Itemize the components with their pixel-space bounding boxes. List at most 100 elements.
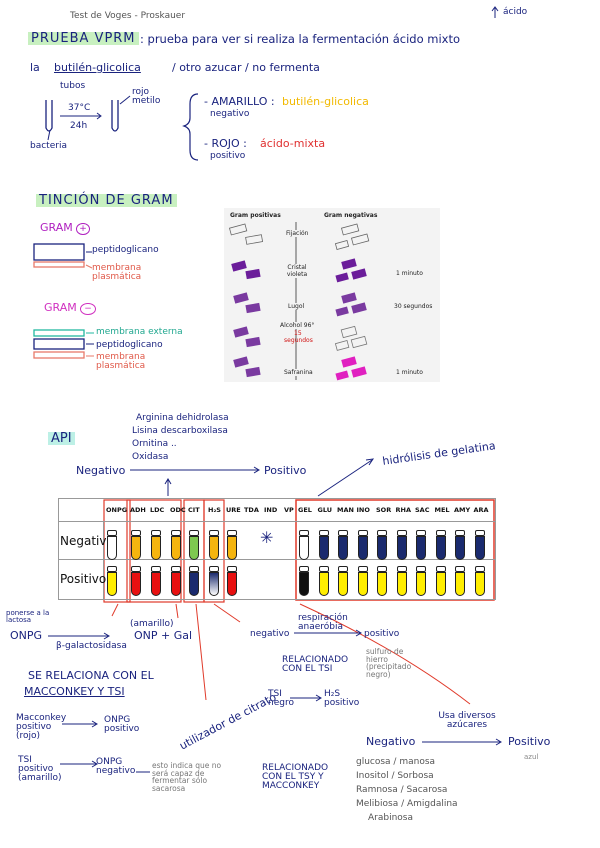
tube-pos-12-cap <box>338 566 348 572</box>
azul-note: azul <box>524 753 539 761</box>
tube-neg-10-cap <box>299 530 309 536</box>
api-header-4: CIT <box>188 506 200 514</box>
vprm-title: PRUEBA VPRM <box>28 32 139 45</box>
tube-neg-0 <box>107 536 117 560</box>
gram-step-5: Safranina <box>284 369 313 376</box>
relacionado-tsy: RELACIONADO CON EL TSY Y MACCONKEY <box>262 763 329 791</box>
brace <box>182 93 199 161</box>
tube-pos-0 <box>107 572 117 596</box>
ind-asterisk-icon: ✳ <box>260 528 274 547</box>
rojo-label: - ROJO : <box>204 137 247 150</box>
api-neg-label: Negativo <box>76 464 126 477</box>
sugar-3: Ramnosa / Sacarosa <box>356 785 448 795</box>
tube-pos-1-cap <box>131 566 141 572</box>
indica-note: esto indica que no será capaz de ferment… <box>152 761 222 793</box>
tube-pos-11 <box>318 572 329 596</box>
vprm-desc-2-post: / otro azucar / no fermenta <box>172 61 320 74</box>
tube-neg-13 <box>357 536 368 560</box>
top-note: Test de Voges - Proskauer <box>70 11 186 21</box>
box-onpg <box>103 499 131 603</box>
tube-neg-16 <box>416 536 426 560</box>
tube-pos-17 <box>435 572 446 596</box>
tube-pos-0-cap <box>107 566 117 572</box>
tube-pos-19-cap <box>474 566 485 572</box>
tsi-pos: TSI positivo (amarillo) <box>18 755 62 783</box>
tube-neg-17 <box>435 536 446 560</box>
tube-pos-6-cap <box>227 566 237 572</box>
enzyme-2: Lisina descarboxilasa <box>132 426 228 436</box>
api-header-10: GEL <box>298 506 312 514</box>
gram-step-3-time: 30 segundos <box>394 303 433 310</box>
amarillo-note: (amarillo) <box>130 619 174 629</box>
tube-neg-14-cap <box>377 530 387 536</box>
tube-neg-11 <box>318 536 329 560</box>
acido-mixta-text: ácido-mixta <box>260 137 326 150</box>
gram-neg-membrana: membrana plasmática <box>96 352 146 371</box>
vprm-desc-2-pre: la <box>30 61 40 74</box>
macconkey-tsi: MACCONKEY Y TSI <box>24 685 125 698</box>
butilen-text: butilén-glicolica <box>282 95 369 108</box>
tube-neg-18 <box>455 536 465 560</box>
top-right-note: ácido <box>503 7 528 17</box>
gram-step-5-time: 1 minuto <box>396 369 423 376</box>
api-header-0: ONPG <box>106 506 128 514</box>
api-header-7: TDA <box>244 506 259 514</box>
label-tubos: tubos <box>60 81 86 91</box>
api-pos-label: Positivo <box>264 464 307 477</box>
tube-pos-17-cap <box>435 566 446 572</box>
bgal-note: β-galactosidasa <box>56 641 127 651</box>
sugar-pos: Positivo <box>508 735 551 748</box>
api-header-5: H₂S <box>208 506 221 514</box>
gram-pos-membrana: membrana plasmática <box>92 263 142 282</box>
enzyme-4: Oxidasa <box>132 452 169 462</box>
tube-neg-6 <box>227 536 237 560</box>
label-bacteria: bacteria <box>30 141 67 151</box>
gram-pos-peptido-box <box>33 243 85 261</box>
tube-pos-5 <box>209 572 219 596</box>
rojo-positivo: positivo <box>210 151 246 161</box>
tube-neg-4-cap <box>189 530 199 536</box>
box-gel-sugars <box>295 499 495 601</box>
tube-neg-19-cap <box>474 530 485 536</box>
enzyme-3: Ornitina .. <box>132 439 177 449</box>
tube-pos-5-cap <box>209 566 219 572</box>
tube-neg-2 <box>151 536 161 560</box>
gram-step-4: Alcohol 96° <box>280 322 315 329</box>
tube-right <box>111 100 119 132</box>
gram-step-1: Fijación <box>286 230 309 237</box>
tube-neg-11-cap <box>318 530 329 536</box>
api-header-1: ADH <box>130 506 146 514</box>
api-header-3: ODC <box>170 506 186 514</box>
gram-pos-peptido: peptidoglicano <box>92 245 159 255</box>
tsi-negro: TSI negro <box>268 689 294 708</box>
onp-gal-note: ONP + Gal <box>134 629 193 642</box>
tube-pos-3 <box>171 572 181 596</box>
tube-pos-16-cap <box>416 566 426 572</box>
tube-pos-2-cap <box>151 566 161 572</box>
tube-pos-11-cap <box>318 566 329 572</box>
respiracion-note: respiración anaeróbia <box>298 613 348 632</box>
tube-pos-12 <box>338 572 348 596</box>
api-strip-table <box>58 498 496 600</box>
api-header-17: MEL <box>434 506 450 514</box>
tube-pos-18-cap <box>455 566 465 572</box>
mac-pos: Macconkey positivo (rojo) <box>16 713 67 741</box>
tube-neg-3 <box>171 536 181 560</box>
sugar-4: Melibiosa / Amigdalina <box>356 799 458 809</box>
onpg-pos: ONPG positivo <box>104 715 140 734</box>
tube-pos-13-cap <box>357 566 368 572</box>
tube-neg-3-cap <box>171 530 181 536</box>
gram-stain-figure: Gram positivas Gram negativas Fijación C… <box>224 208 440 382</box>
api-header-6: URE <box>226 506 241 514</box>
tube-neg-12-cap <box>338 530 348 536</box>
tube-pos-14 <box>377 572 387 596</box>
vprm-desc-1: : prueba para ver si realiza la fermenta… <box>140 32 461 46</box>
tube-neg-5-cap <box>209 530 219 536</box>
gram-step-2-time: 1 minuto <box>396 270 423 277</box>
tube-neg-4 <box>189 536 199 560</box>
api-header-9: VP <box>284 506 294 514</box>
sugar-1: glucosa / manosa <box>356 757 436 767</box>
api-header-2: LDC <box>150 506 165 514</box>
gram-pos-label: GRAM + <box>40 222 90 235</box>
sugar-2: Inositol / Sorbosa <box>356 771 434 781</box>
